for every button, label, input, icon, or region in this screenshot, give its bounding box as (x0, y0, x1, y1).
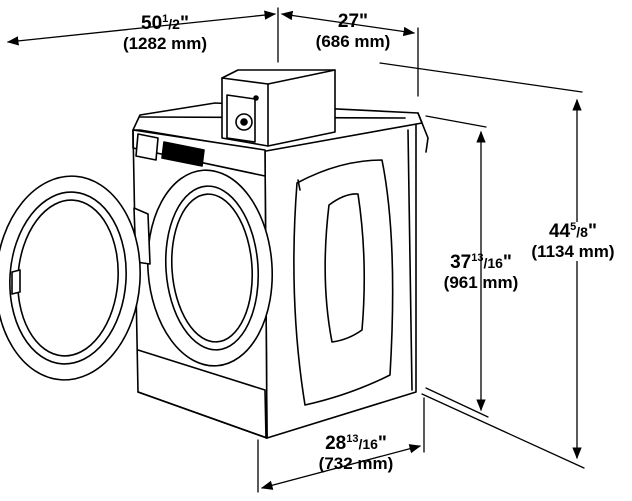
total-height-numerator: 5 (570, 221, 577, 233)
width-label: 501/2" (1282 mm) (100, 13, 230, 53)
cabinet-height-bottom-extension (425, 387, 489, 418)
width-numerator: 1 (162, 13, 169, 25)
total-height-top-extension (379, 62, 583, 93)
cabinet-height-top-extension (425, 115, 487, 128)
width-denominator: 2 (172, 16, 180, 32)
kickplate (137, 349, 267, 439)
total-height-denominator: 8 (580, 224, 588, 240)
side-emboss (293, 129, 413, 406)
base-width-metric: (732 mm) (318, 453, 394, 473)
base-width-whole: 28 (325, 433, 347, 454)
door-handle (11, 269, 21, 295)
base-width-denominator: 16 (362, 436, 378, 452)
cabinet-height-numerator: 13 (471, 252, 484, 264)
base-width-dimension-line (260, 444, 422, 490)
display-window (161, 141, 205, 167)
width-dimension-line (6, 10, 277, 46)
width-whole: 50 (141, 13, 163, 34)
cabinet-height-whole: 37 (450, 252, 472, 273)
base-width-label: 2813/16" (732 mm) (300, 433, 412, 473)
depth-value: 27" (337, 11, 369, 32)
width-metric: (1282 mm) (122, 33, 208, 53)
depth-label: 27" (686 mm) (298, 11, 408, 51)
dimension-lines (6, 7, 585, 493)
total-height-bottom-extension (421, 393, 585, 469)
coin-box-icon (221, 69, 336, 147)
base-width-numerator: 13 (346, 433, 359, 445)
depth-dimension-line (280, 10, 416, 37)
total-height-metric: (1134 mm) (531, 241, 615, 261)
cabinet-height-denominator: 16 (487, 255, 503, 271)
display-panel (135, 133, 159, 161)
cabinet-height-label: 3713/16" (961 mm) (432, 252, 530, 292)
cabinet-height-metric: (961 mm) (443, 272, 519, 292)
depth-metric: (686 mm) (315, 31, 391, 51)
total-height-label: 445/8" (1134 mm) (520, 221, 626, 261)
total-height-whole: 44 (549, 221, 571, 242)
open-door (0, 175, 151, 381)
door-opening (146, 169, 274, 367)
